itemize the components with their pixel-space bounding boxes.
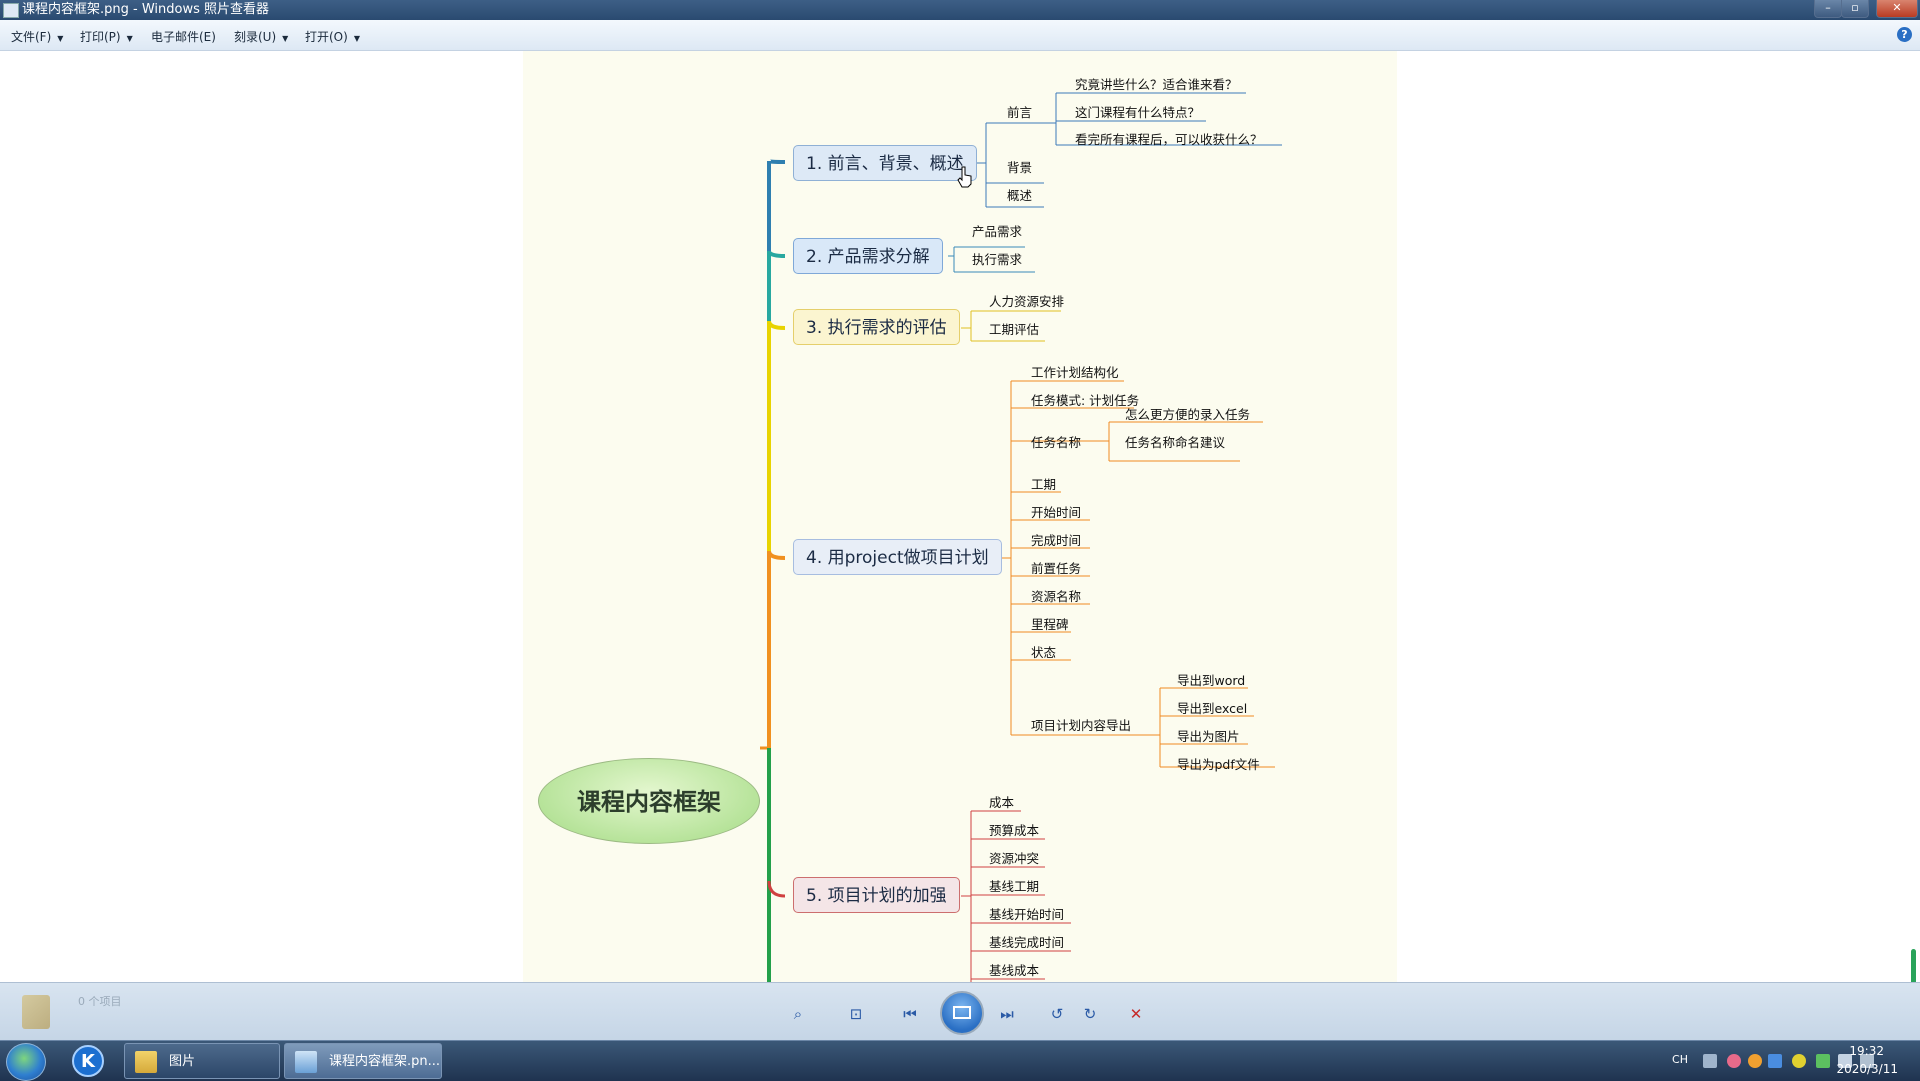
rotate-left-button[interactable]: ↺ xyxy=(1050,1005,1064,1023)
slideshow-button[interactable] xyxy=(940,991,984,1035)
node-qianyan-2: 这门课程有什么特点？ xyxy=(1075,105,1201,120)
menu-print[interactable]: 打印(P)▼ xyxy=(80,30,133,44)
delete-button[interactable]: ✕ xyxy=(1129,1005,1143,1023)
node-t5-1: 成本 xyxy=(989,795,1015,810)
fit-window-button[interactable]: ⊡ xyxy=(849,1005,863,1023)
network-app-icon[interactable] xyxy=(1768,1054,1782,1068)
photo-viewer-icon xyxy=(3,3,19,18)
node-t4-4: 工期 xyxy=(1031,477,1057,492)
node-qianyan: 前言 xyxy=(1007,105,1033,120)
help-icon[interactable]: ? xyxy=(1897,27,1912,42)
viewer-toolbar: 0 个项目 ⌕ ⊡ ⏮ ⏭ ↺ ↻ ✕ xyxy=(0,982,1920,1041)
security-icon[interactable] xyxy=(1792,1054,1806,1068)
topic-1-node: 1. 前言、背景、概述 xyxy=(793,145,977,181)
node-t4-3-1: 怎么更方便的录入任务 xyxy=(1125,407,1251,422)
menu-file[interactable]: 文件(F)▼ xyxy=(11,30,64,44)
node-beijing: 背景 xyxy=(1007,160,1033,175)
flower-icon[interactable] xyxy=(1727,1054,1741,1068)
system-tray: CH 19:32 2020/3/11 xyxy=(1560,1041,1920,1081)
volume-icon[interactable] xyxy=(1838,1054,1852,1068)
file-thumbnail-icon xyxy=(22,995,50,1029)
node-t4-3: 任务名称 xyxy=(1031,435,1082,450)
maximize-button[interactable]: ▫ xyxy=(1841,0,1869,18)
shield-icon[interactable] xyxy=(1816,1054,1830,1068)
node-t4-8: 资源名称 xyxy=(1031,589,1082,604)
menu-open[interactable]: 打开(O)▼ xyxy=(305,30,360,44)
node-qianyan-1: 究竟讲些什么？适合谁来看？ xyxy=(1075,77,1238,92)
node-t3-1: 人力资源安排 xyxy=(989,294,1065,309)
node-t5-4: 基线工期 xyxy=(989,879,1040,894)
mind-map-connectors xyxy=(760,92,1282,982)
menu-email[interactable]: 电子邮件(E) xyxy=(151,30,216,44)
hand-cursor-icon xyxy=(957,166,972,188)
image-viewer-area: 1. 前言、背景、概述 2. 产品需求分解 3. 执行需求的评估 4. 用pro… xyxy=(0,51,1920,1007)
keyboard-icon[interactable] xyxy=(1703,1054,1717,1068)
node-t4-1: 工作计划结构化 xyxy=(1031,365,1119,380)
photo-viewer-icon xyxy=(295,1051,317,1073)
taskbar-item-pictures[interactable]: 图片 xyxy=(124,1043,280,1079)
title-bar: 课程内容框架.png - Windows 照片查看器 – ▫ ✕ xyxy=(0,0,1920,20)
dropdown-arrow-icon: ▼ xyxy=(57,34,64,43)
file-status-label: 0 个项目 xyxy=(78,995,122,1008)
rotate-right-button[interactable]: ↻ xyxy=(1083,1005,1097,1023)
taskbar: K 图片 课程内容框架.pn... CH 19:32 2020/3/11 xyxy=(0,1040,1920,1081)
node-export-2: 导出到excel xyxy=(1177,701,1248,716)
window-title: 课程内容框架.png - Windows 照片查看器 xyxy=(22,2,269,17)
topic-3-node: 3. 执行需求的评估 xyxy=(793,309,960,345)
topic-2-node: 2. 产品需求分解 xyxy=(793,238,943,274)
node-t3-2: 工期评估 xyxy=(989,322,1040,337)
dropdown-arrow-icon: ▼ xyxy=(282,34,289,43)
topic-5-node: 5. 项目计划的加强 xyxy=(793,877,960,913)
node-t4-3-2: 任务名称命名建议 xyxy=(1125,435,1226,450)
start-button[interactable] xyxy=(6,1043,46,1081)
node-t4-10: 状态 xyxy=(1031,645,1057,660)
dropdown-arrow-icon: ▼ xyxy=(353,34,360,43)
node-t5-5: 基线开始时间 xyxy=(989,907,1065,922)
k-app-icon[interactable]: K xyxy=(72,1045,104,1077)
folder-icon xyxy=(135,1051,157,1073)
node-export-3: 导出为图片 xyxy=(1177,729,1240,744)
network-icon[interactable] xyxy=(1860,1054,1874,1068)
node-t5-3: 资源冲突 xyxy=(989,851,1040,866)
minimize-button[interactable]: – xyxy=(1814,0,1842,18)
search-icon[interactable] xyxy=(1748,1054,1762,1068)
node-qianyan-3: 看完所有课程后，可以收获什么？ xyxy=(1075,132,1263,147)
node-t4-5: 开始时间 xyxy=(1031,505,1082,520)
node-t4-7: 前置任务 xyxy=(1031,561,1082,576)
mind-map-root-node: 课程内容框架 xyxy=(538,758,760,844)
node-gaishu: 概述 xyxy=(1007,188,1033,203)
node-t2-1: 产品需求 xyxy=(972,224,1023,239)
node-t2-2: 执行需求 xyxy=(972,252,1023,267)
node-t4-2: 任务模式: 计划任务 xyxy=(1031,393,1140,408)
node-t4-11: 项目计划内容导出 xyxy=(1031,718,1132,733)
clock-time[interactable]: 19:32 xyxy=(1849,1044,1884,1058)
previous-button[interactable]: ⏮ xyxy=(903,1005,917,1023)
node-t4-6: 完成时间 xyxy=(1031,533,1082,548)
slideshow-icon xyxy=(953,1006,971,1019)
zoom-button[interactable]: ⌕ xyxy=(793,1005,803,1023)
dropdown-arrow-icon: ▼ xyxy=(126,34,133,43)
node-export-1: 导出到word xyxy=(1177,673,1246,688)
taskbar-item-photo-viewer[interactable]: 课程内容框架.pn... xyxy=(284,1043,442,1079)
menu-bar: 文件(F)▼ 打印(P)▼ 电子邮件(E) 刻录(U)▼ 打开(O)▼ ? xyxy=(0,20,1920,51)
next-button[interactable]: ⏭ xyxy=(1000,1005,1014,1023)
node-export-4: 导出为pdf文件 xyxy=(1177,757,1260,772)
topic-4-node: 4. 用project做项目计划 xyxy=(793,539,1002,575)
node-t5-2: 预算成本 xyxy=(989,823,1040,838)
language-indicator[interactable]: CH xyxy=(1672,1053,1688,1066)
scroll-indicator[interactable] xyxy=(1911,949,1916,1007)
clock-date[interactable]: 2020/3/11 xyxy=(1836,1062,1898,1076)
close-button[interactable]: ✕ xyxy=(1876,0,1918,18)
node-t5-7: 基线成本 xyxy=(989,963,1040,978)
menu-burn[interactable]: 刻录(U)▼ xyxy=(234,30,289,44)
node-t4-9: 里程碑 xyxy=(1031,617,1069,632)
node-t5-6: 基线完成时间 xyxy=(989,935,1065,950)
